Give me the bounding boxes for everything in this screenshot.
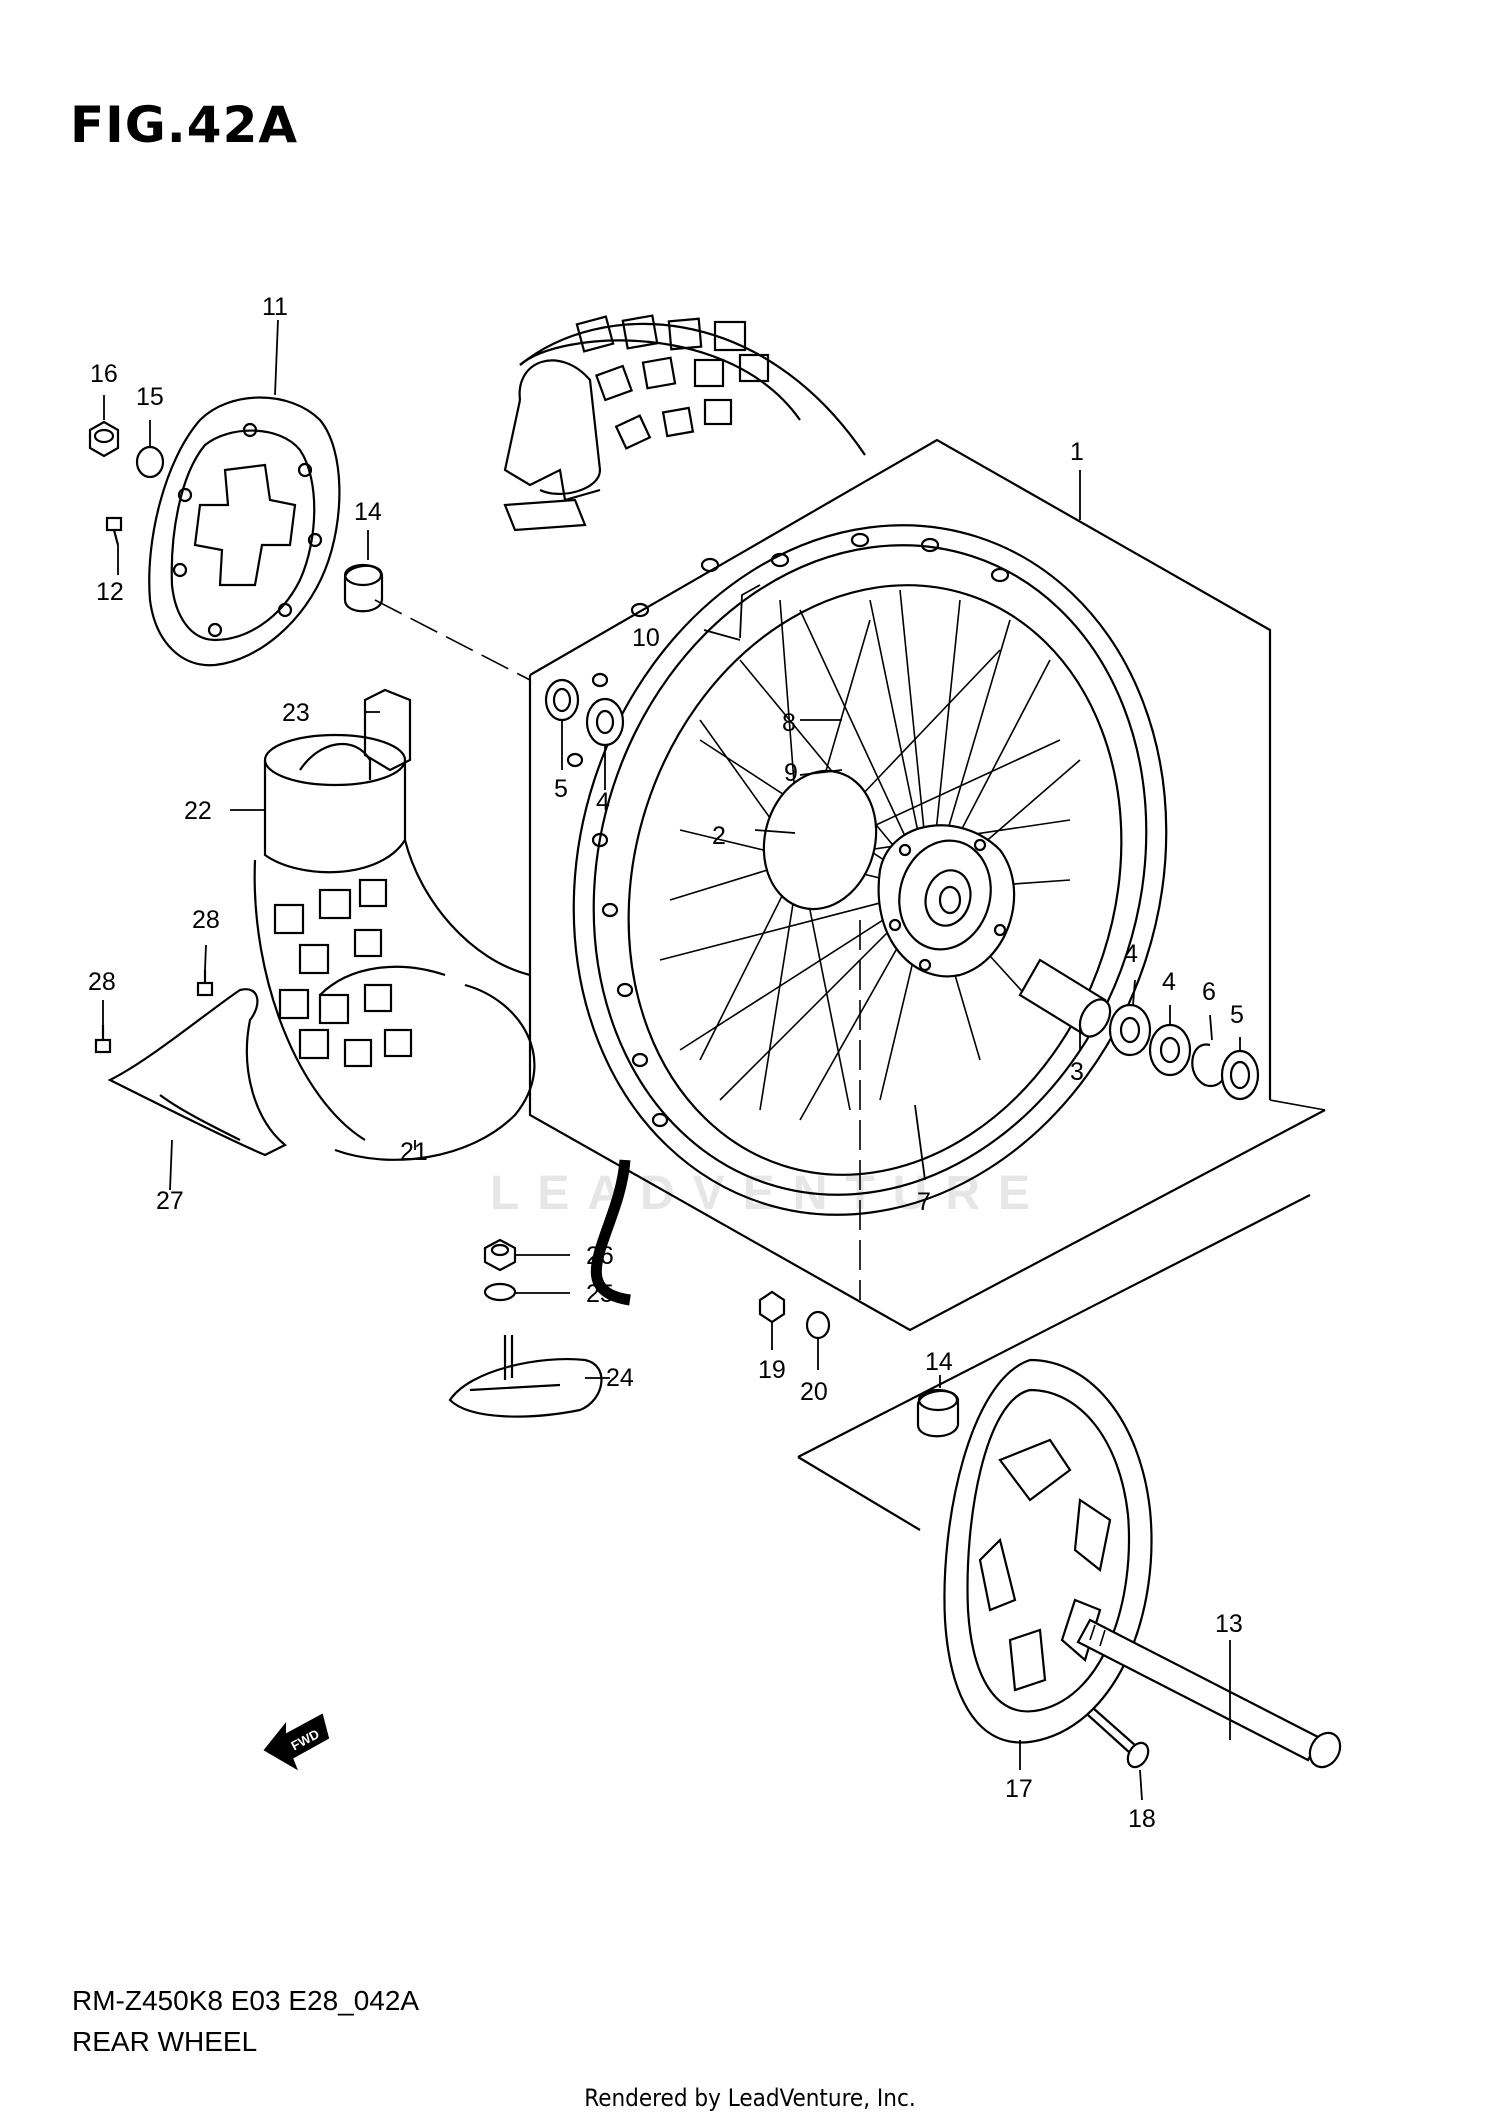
callout-20: 20 (800, 1378, 828, 1406)
callout-labels: 1 2 3 4 4 6 5 5 4 7 8 9 10 11 12 13 14 1… (88, 293, 1244, 1833)
rim-protector-tube (253, 733, 531, 1141)
callout-5-right: 5 (1230, 1001, 1244, 1029)
bolt-28-a (196, 970, 214, 997)
callout-7: 7 (917, 1188, 931, 1216)
callout-12: 12 (96, 578, 124, 606)
wheel-assembly-box (528, 438, 1326, 1332)
callout-10: 10 (632, 624, 660, 652)
callout-4-right-a: 4 (1124, 940, 1138, 968)
callout-18: 18 (1128, 1805, 1156, 1833)
diagram-name: REAR WHEEL (72, 2026, 258, 2057)
rear-tire (319, 314, 866, 1161)
model-code: RM-Z450K8 E03 E28_042A (72, 1985, 420, 2016)
leader-lines (102, 319, 1241, 1801)
callout-11: 11 (262, 293, 288, 321)
callout-4-right-b: 4 (1162, 968, 1176, 996)
callout-6: 6 (1202, 978, 1216, 1006)
callout-2: 2 (712, 822, 726, 850)
nut-19 (758, 1290, 786, 1324)
callout-14-left: 14 (354, 498, 382, 526)
washer-15 (135, 445, 165, 479)
rim-band-tab (363, 688, 412, 772)
disc-guard (107, 988, 287, 1157)
nut-16 (88, 420, 120, 458)
callout-16: 16 (90, 360, 118, 388)
callout-23: 23 (282, 699, 310, 727)
callout-14-right: 14 (925, 1348, 953, 1376)
callout-3: 3 (1070, 1058, 1084, 1086)
bearing-4-right-a (1108, 1003, 1152, 1057)
spacer-14-right (916, 1388, 960, 1438)
oil-seal-5-right (1220, 1049, 1260, 1101)
bolt-28-b (94, 1025, 112, 1054)
callout-8: 8 (782, 709, 796, 737)
washer-20 (805, 1310, 831, 1340)
callout-4-left: 4 (596, 788, 610, 816)
callout-28-b: 28 (88, 968, 116, 996)
callout-28-a: 28 (192, 906, 220, 934)
callout-22: 22 (184, 797, 212, 825)
hub (762, 769, 1016, 978)
washer-25 (483, 1282, 517, 1302)
credit-line: Rendered by LeadVenture, Inc. (584, 2084, 916, 2112)
callout-17: 17 (1005, 1775, 1033, 1803)
bearing-4-left (585, 697, 625, 747)
callout-24: 24 (606, 1364, 634, 1392)
callout-15: 15 (136, 383, 164, 411)
rim-lock-24 (448, 1335, 603, 1418)
valve-stem (590, 1159, 631, 1306)
bearing-4-right-b (1148, 1023, 1192, 1077)
callout-1: 1 (1070, 438, 1084, 466)
callout-5-left: 5 (554, 775, 568, 803)
axle-13 (1076, 1618, 1342, 1769)
fwd-arrow-icon: FWD (263, 1713, 330, 1771)
callout-27: 27 (156, 1187, 184, 1215)
nut-26 (483, 1238, 517, 1272)
spacer-3 (1018, 958, 1112, 1038)
figure-title: FIG.42A (70, 96, 299, 154)
rear-sprocket (943, 1358, 1153, 1744)
rim (566, 524, 1168, 1216)
spacer-14-left (343, 563, 384, 613)
callout-26: 26 (586, 1242, 614, 1270)
brake-disc (148, 396, 341, 667)
oil-seal-5-left (544, 678, 580, 722)
callout-19: 19 (758, 1356, 786, 1384)
callout-13: 13 (1215, 1610, 1243, 1638)
circlip-6 (1191, 1043, 1228, 1088)
bolt-12 (105, 516, 123, 546)
bolt-18 (1087, 1707, 1150, 1769)
callout-21: 21 (400, 1138, 428, 1166)
callout-9: 9 (784, 759, 798, 787)
callout-25: 25 (586, 1280, 614, 1308)
